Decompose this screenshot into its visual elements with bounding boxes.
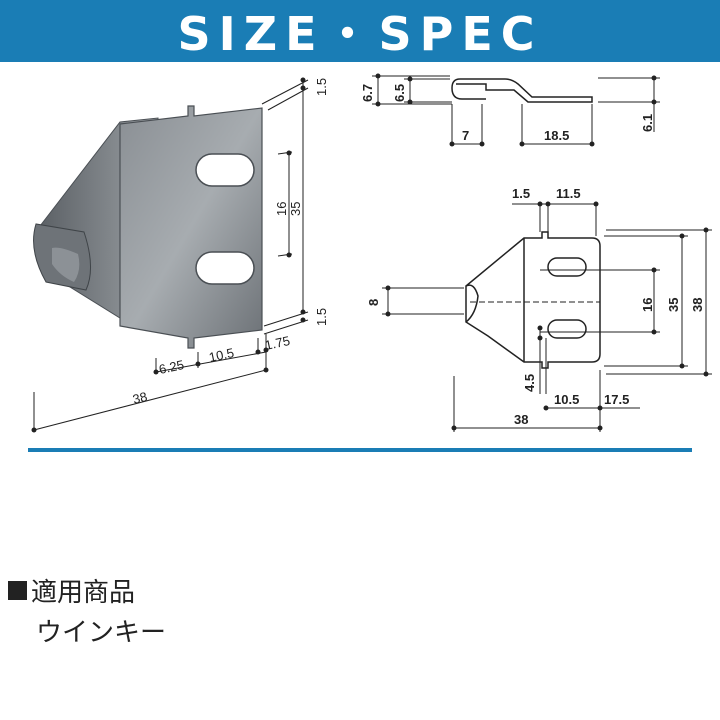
top-view-dim-lines <box>382 202 712 432</box>
dim-top-height: 35 <box>666 298 681 312</box>
header-banner: SIZE・SPEC <box>0 0 720 62</box>
dim-photo-bottom-offset: 1.5 <box>314 308 329 326</box>
dim-side-inner-height: 6.5 <box>392 84 407 102</box>
applicable-products-heading: 適用商品 <box>8 572 135 609</box>
top-view-dim-dots <box>385 201 709 431</box>
dim-photo-width: 38 <box>131 389 149 407</box>
dim-top-tab-width: 1.5 <box>512 186 530 201</box>
dim-top-hole-pos: 10.5 <box>554 392 579 407</box>
side-profile <box>451 78 593 103</box>
dim-side-flat-length: 18.5 <box>544 128 569 143</box>
dim-side-lip: 7 <box>462 128 469 143</box>
applicable-heading-text: 適用商品 <box>31 578 136 608</box>
dim-top-overall-height: 38 <box>690 298 705 312</box>
dim-top-tab-offset: 11.5 <box>556 186 581 201</box>
dim-top-hook-width: 8 <box>366 299 381 306</box>
photo-dim-dots <box>31 77 306 433</box>
dim-photo-hole-pitch: 16 <box>274 202 289 216</box>
dim-top-slot-offset: 4.5 <box>522 374 537 392</box>
dim-photo-top-offset: 1.5 <box>314 78 329 96</box>
bracket-photo <box>33 105 263 349</box>
top-view <box>465 231 601 369</box>
spec-drawing: 1.5 16 35 1.5 6.25 10.5 1.75 38 6.7 6.5 … <box>31 73 712 433</box>
dim-photo-thickness: 1.75 <box>264 333 292 353</box>
dim-side-end-height: 6.1 <box>640 114 655 132</box>
side-dim-dots <box>375 73 657 147</box>
dim-photo-edge: 6.25 <box>158 357 186 377</box>
dim-top-width: 38 <box>514 412 528 427</box>
section-divider <box>28 448 692 452</box>
black-square-icon <box>8 581 27 600</box>
applicable-product-name: ウインキー <box>36 618 167 648</box>
dim-top-end-length: 17.5 <box>604 392 629 407</box>
dim-photo-height: 35 <box>288 202 303 216</box>
side-dim-lines <box>372 75 660 146</box>
header-title: SIZE・SPEC <box>177 7 543 61</box>
dim-photo-hole-pos: 10.5 <box>208 345 236 365</box>
dim-top-hole-pitch: 16 <box>640 298 655 312</box>
dim-side-overall-height: 6.7 <box>360 84 375 102</box>
